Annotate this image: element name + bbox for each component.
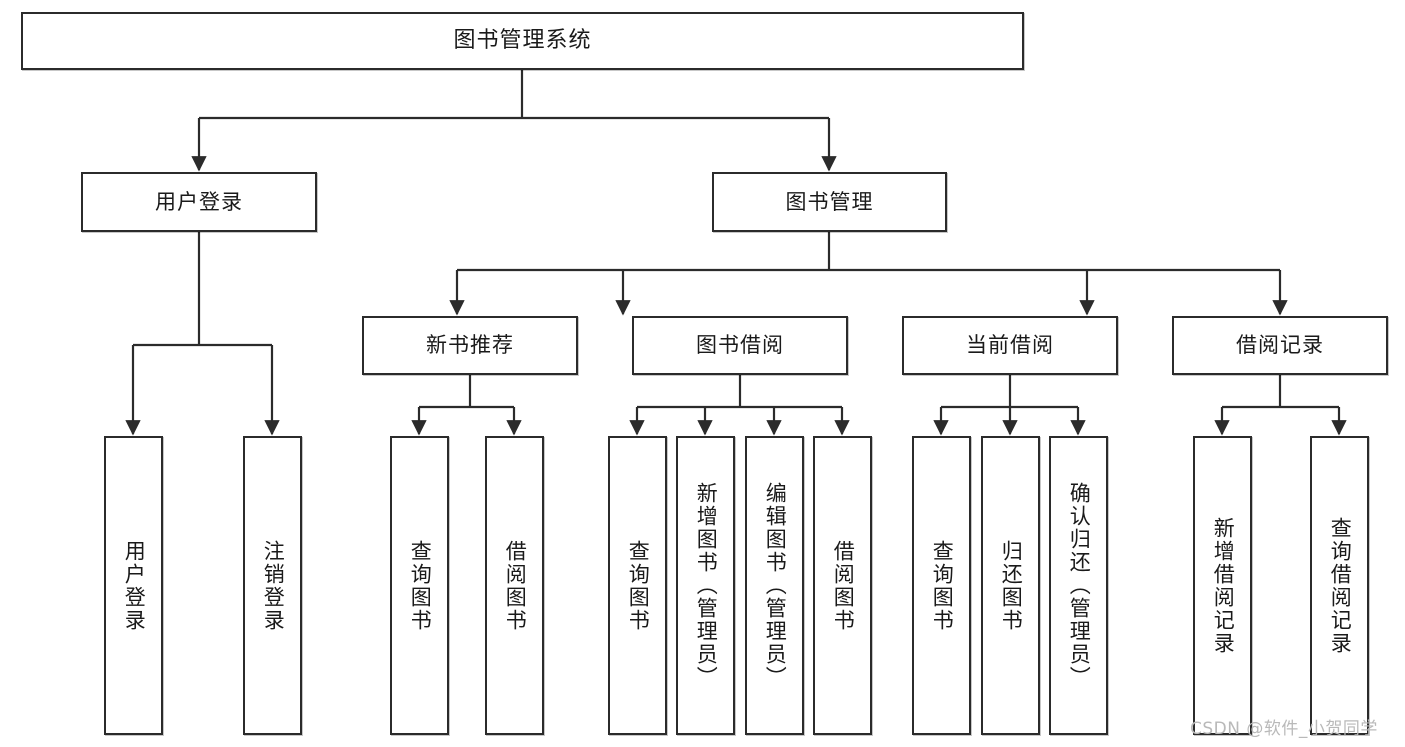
node-leaf-borrow-book-1[interactable]: 借阅图书 xyxy=(485,436,544,735)
node-leaf-query-book-3-label: 查询图书 xyxy=(930,539,955,632)
watermark-csdn: CSDN @软件_小贺同学 xyxy=(1190,719,1378,739)
node-book-manage-label: 图书管理 xyxy=(785,189,874,214)
node-leaf-user-logout-label: 注销登录 xyxy=(261,539,286,632)
node-leaf-borrow-book-2[interactable]: 借阅图书 xyxy=(813,436,872,735)
node-leaf-add-record-label: 新增借阅记录 xyxy=(1211,516,1236,655)
node-leaf-confirm-return-label: 确认归还（管理员） xyxy=(1067,482,1092,689)
node-new-book-rec[interactable]: 新书推荐 xyxy=(362,316,578,375)
node-leaf-query-book-1[interactable]: 查询图书 xyxy=(390,436,449,735)
node-current-borrow[interactable]: 当前借阅 xyxy=(902,316,1118,375)
node-leaf-user-login-label: 用户登录 xyxy=(122,539,147,632)
node-user-login-label: 用户登录 xyxy=(155,189,243,214)
node-leaf-confirm-return[interactable]: 确认归还（管理员） xyxy=(1049,436,1108,735)
node-leaf-add-record[interactable]: 新增借阅记录 xyxy=(1193,436,1252,735)
node-borrow-record[interactable]: 借阅记录 xyxy=(1172,316,1388,375)
node-leaf-add-book-label: 新增图书（管理员） xyxy=(694,482,719,689)
node-user-login[interactable]: 用户登录 xyxy=(81,172,317,232)
node-leaf-query-book-3[interactable]: 查询图书 xyxy=(912,436,971,735)
node-root[interactable]: 图书管理系统 xyxy=(21,12,1024,70)
node-current-borrow-label: 当前借阅 xyxy=(966,333,1054,358)
node-leaf-edit-book-label: 编辑图书（管理员） xyxy=(763,482,788,689)
node-leaf-user-login[interactable]: 用户登录 xyxy=(104,436,163,735)
node-leaf-query-book-1-label: 查询图书 xyxy=(408,539,433,632)
node-leaf-user-logout[interactable]: 注销登录 xyxy=(243,436,302,735)
node-borrow-record-label: 借阅记录 xyxy=(1236,333,1324,358)
node-book-manage[interactable]: 图书管理 xyxy=(712,172,947,232)
node-leaf-return-book[interactable]: 归还图书 xyxy=(981,436,1040,735)
node-leaf-return-book-label: 归还图书 xyxy=(999,539,1024,632)
node-leaf-query-book-2-label: 查询图书 xyxy=(626,539,651,632)
node-leaf-add-book[interactable]: 新增图书（管理员） xyxy=(676,436,735,735)
node-root-label: 图书管理系统 xyxy=(453,28,592,54)
node-leaf-query-record[interactable]: 查询借阅记录 xyxy=(1310,436,1369,735)
node-leaf-borrow-book-1-label: 借阅图书 xyxy=(503,539,528,632)
node-book-borrow[interactable]: 图书借阅 xyxy=(632,316,848,375)
node-leaf-borrow-book-2-label: 借阅图书 xyxy=(831,539,856,632)
node-leaf-edit-book[interactable]: 编辑图书（管理员） xyxy=(745,436,804,735)
node-new-book-rec-label: 新书推荐 xyxy=(426,333,514,358)
node-leaf-query-book-2[interactable]: 查询图书 xyxy=(608,436,667,735)
node-leaf-query-record-label: 查询借阅记录 xyxy=(1328,516,1353,655)
node-book-borrow-label: 图书借阅 xyxy=(696,333,784,358)
